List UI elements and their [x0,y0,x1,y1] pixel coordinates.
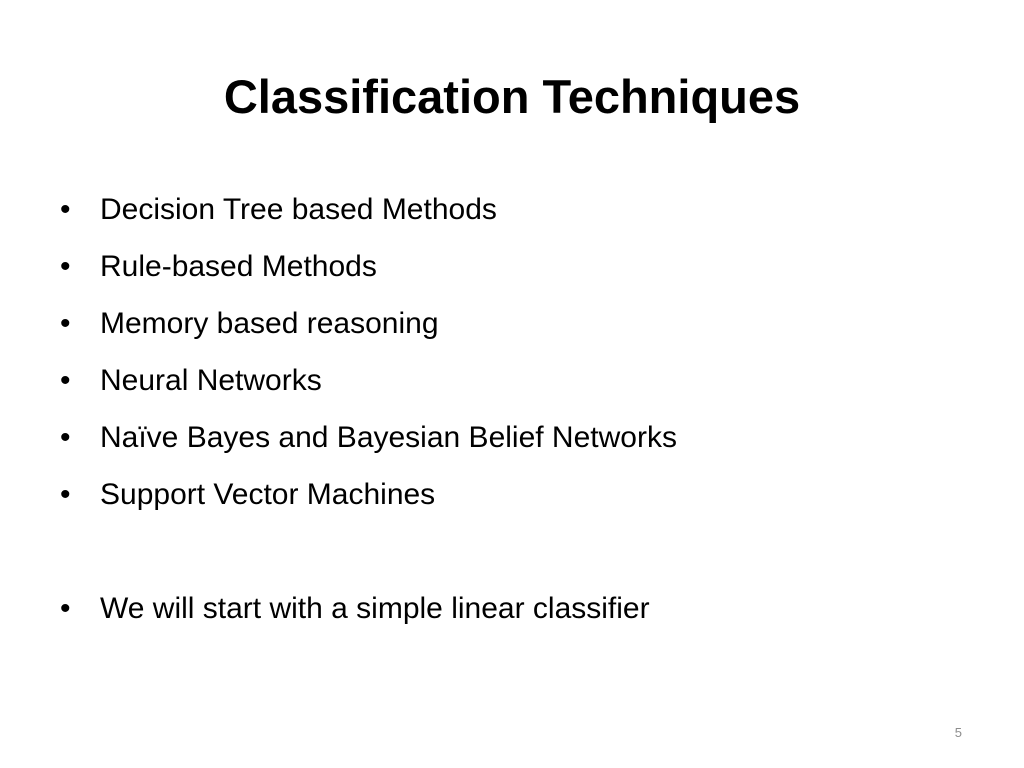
bullet-dot-icon: • [60,193,71,226]
bullet-text: Support Vector Machines [100,478,436,511]
bullet-text: Decision Tree based Methods [100,193,497,226]
list-item: • Support Vector Machines [60,470,980,527]
list-item: • Memory based reasoning [60,299,980,356]
bullet-text: Rule-based Methods [100,250,377,283]
bullet-dot-icon: • [60,250,71,283]
bullet-text: Naïve Bayes and Bayesian Belief Networks [100,421,677,454]
bullet-dot-icon: • [60,592,71,625]
slide-number: 5 [954,725,962,740]
list-item: • We will start with a simple linear cla… [60,584,980,641]
bullet-text: Neural Networks [100,364,322,397]
list-item: • Naïve Bayes and Bayesian Belief Networ… [60,413,980,470]
bullet-list: • Decision Tree based Methods • Rule-bas… [60,185,980,641]
bullet-dot-icon: • [60,364,71,397]
list-item: • Neural Networks [60,356,980,413]
bullet-text: Memory based reasoning [100,307,439,340]
bullet-dot-icon: • [60,307,71,340]
slide-title: Classification Techniques [223,70,801,123]
list-item: • Decision Tree based Methods [60,185,980,242]
bullet-dot-icon: • [60,478,71,511]
list-item: • Rule-based Methods [60,242,980,299]
bullet-dot-icon: • [60,421,71,454]
bullet-text: We will start with a simple linear class… [100,592,650,625]
